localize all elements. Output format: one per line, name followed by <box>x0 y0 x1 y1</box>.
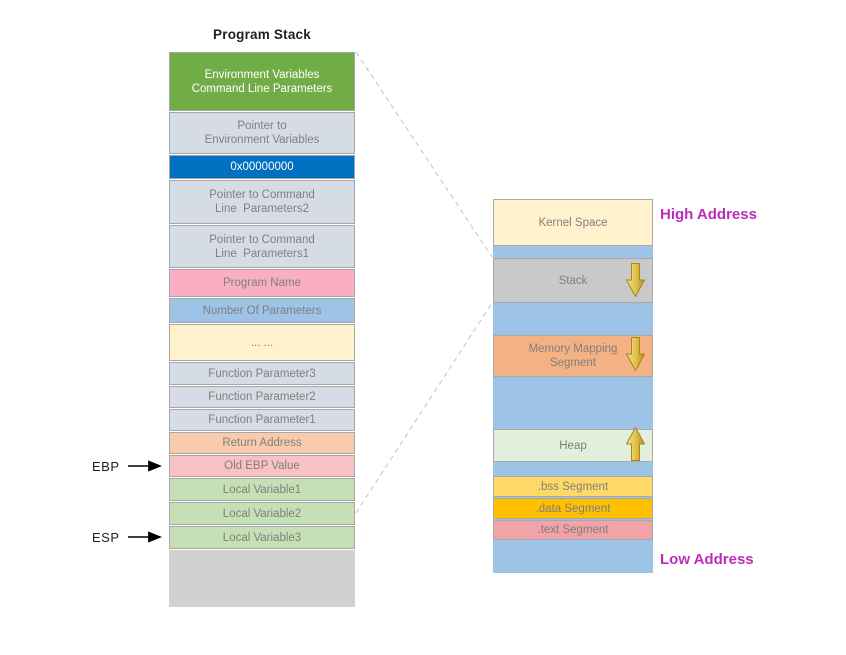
dashed-connector-bottom <box>355 302 493 514</box>
pointer-to-environment-variables-label: Pointer to <box>237 120 287 132</box>
pointer-to-command-line-parameters2-label: Pointer to Command <box>209 189 315 201</box>
function-parameter1-label: Function Parameter1 <box>208 414 316 426</box>
grow-down-arrow-icon <box>625 263 646 301</box>
pointer-to-command-line-parameters2-label: Line Parameters2 <box>215 203 309 215</box>
local-variable1: Local Variable1 <box>169 478 355 501</box>
environment-variables-label: Environment Variables <box>204 68 320 81</box>
function-parameter2-label: Function Parameter2 <box>208 391 316 403</box>
pointer-to-environment-variables: Pointer to Environment Variables <box>169 112 355 154</box>
data-segment-label: .data Segment <box>535 502 611 515</box>
heap-label: Heap <box>559 439 587 452</box>
pointer-to-command-line-parameters1-label: Line Parameters1 <box>215 247 309 260</box>
local-variable3-label: Local Variable3 <box>222 531 302 544</box>
kernel-space: Kernel Space <box>493 199 653 246</box>
grow-up-arrow-icon <box>625 426 646 465</box>
high-address-label: High Address <box>660 206 757 223</box>
dashed-connector-top <box>355 51 493 258</box>
number-of-parameters: Number Of Parameters <box>169 298 355 323</box>
old-ebp-value: Old EBP Value <box>169 455 355 477</box>
function-parameter2: Function Parameter2 <box>169 386 355 408</box>
program-name-label: Program Name <box>223 277 301 289</box>
memory-mapping-segment-label: Segment <box>549 357 597 369</box>
local-variable1-label: Local Variable1 <box>222 483 302 496</box>
function-parameter3-label: Function Parameter3 <box>208 367 316 380</box>
program-name: Program Name <box>169 269 355 297</box>
grow-down-arrow-icon <box>625 337 646 375</box>
number-of-parameters-label: Number Of Parameters <box>202 304 322 317</box>
null-terminator: 0x00000000 <box>169 155 355 179</box>
ellipsis-label: ... ... <box>250 336 274 349</box>
ellipsis: ... ... <box>169 324 355 361</box>
data-segment: .data Segment <box>493 498 653 519</box>
kernel-space-label: Kernel Space <box>538 216 608 229</box>
stack-label: Stack <box>558 274 588 287</box>
return-address: Return Address <box>169 432 355 454</box>
memory-mapping-segment-label: Memory Mapping <box>528 343 618 355</box>
function-parameter1: Function Parameter1 <box>169 409 355 431</box>
bss-segment-label: .bss Segment <box>537 480 609 493</box>
unused-stack-space <box>169 550 355 607</box>
old-ebp-value-label: Old EBP Value <box>224 460 300 472</box>
heap: Heap <box>493 426 653 465</box>
stack: Stack <box>493 258 653 303</box>
environment-variables-label: Command Line Parameters <box>191 82 333 95</box>
pointer-to-command-line-parameters1-label: Pointer to Command <box>209 233 315 246</box>
ebp-register-label: EBP <box>92 459 120 474</box>
bss-segment: .bss Segment <box>493 476 653 497</box>
null-terminator-label: 0x00000000 <box>230 161 294 173</box>
text-segment: .text Segment <box>493 520 653 540</box>
local-variable2: Local Variable2 <box>169 502 355 525</box>
local-variable2-label: Local Variable2 <box>222 507 302 520</box>
text-segment-label: .text Segment <box>537 524 609 536</box>
return-address-label: Return Address <box>222 437 302 449</box>
pointer-to-environment-variables-label: Environment Variables <box>204 134 320 146</box>
function-parameter3: Function Parameter3 <box>169 362 355 385</box>
local-variable3: Local Variable3 <box>169 526 355 549</box>
program-stack-title: Program Stack <box>213 27 311 42</box>
esp-register-label: ESP <box>92 530 120 545</box>
low-address-label: Low Address <box>660 551 754 568</box>
